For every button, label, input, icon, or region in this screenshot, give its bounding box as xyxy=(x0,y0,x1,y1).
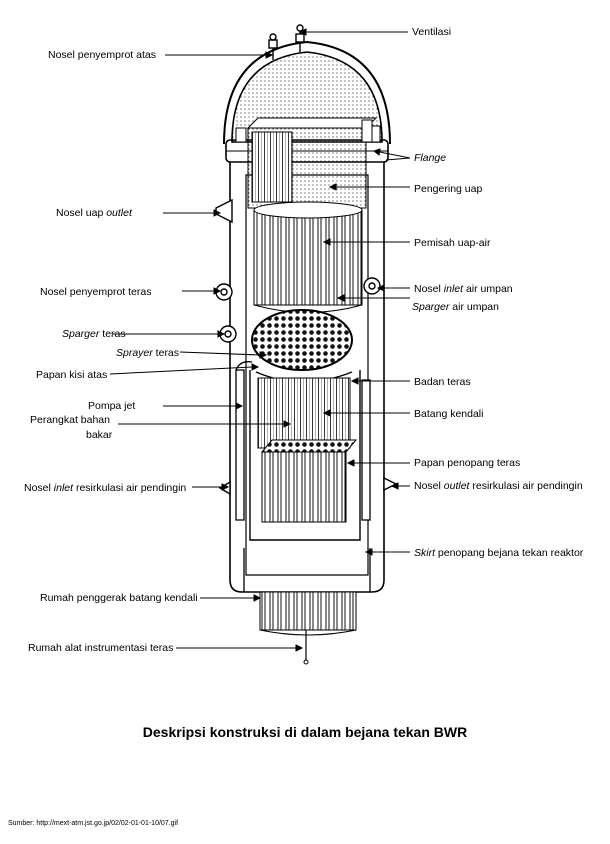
label-sprayer-teras: Sprayer teras xyxy=(116,347,180,359)
label-nosel-inlet-resirkulasi: Nosel inlet resirkulasi air pendingin xyxy=(24,482,187,494)
crd-housings xyxy=(259,591,357,665)
label-pemisah-uap-air: Pemisah uap-air xyxy=(414,237,491,249)
top-guide xyxy=(251,309,353,371)
label-batang-kendali: Batang kendali xyxy=(414,408,484,420)
label-nosel-penyemprot-atas: Nosel penyemprot atas xyxy=(48,49,156,61)
label-nosel-inlet-air-umpan: Nosel inlet air umpan xyxy=(414,283,513,295)
steam-separators xyxy=(253,201,363,313)
label-papan-kisi-atas: Papan kisi atas xyxy=(36,369,108,381)
diagram-caption: Deskripsi konstruksi di dalam bejana tek… xyxy=(142,724,468,740)
label-perangkat-bahan-bakar-1: Perangkat bahan xyxy=(30,414,110,426)
vessel-skirt xyxy=(243,548,371,592)
jet-pumps xyxy=(235,361,371,521)
label-flange: Flange xyxy=(414,152,447,164)
label-pompa-jet: Pompa jet xyxy=(88,400,136,412)
label-sparger-air-umpan: Sparger air umpan xyxy=(412,301,499,313)
fuel-assemblies xyxy=(257,377,358,523)
label-papan-penopang-teras: Papan penopang teras xyxy=(414,457,521,469)
label-nosel-penyemprot-teras: Nosel penyemprot teras xyxy=(40,286,152,298)
label-rumah-penggerak: Rumah penggerak batang kendali xyxy=(40,592,198,604)
flange-bolts xyxy=(235,119,381,143)
label-badan-teras: Badan teras xyxy=(414,376,471,388)
label-skirt: Skirt penopang bejana tekan reaktor xyxy=(414,547,584,559)
label-perangkat-bahan-bakar-2: bakar xyxy=(86,429,113,441)
label-pengering-uap: Pengering uap xyxy=(414,183,483,195)
label-nosel-outlet-resirkulasi: Nosel outlet resirkulasi air pendingin xyxy=(414,480,583,492)
leader-lines xyxy=(109,28,411,652)
side-nozzles xyxy=(215,198,398,496)
steam-dryer xyxy=(246,117,378,209)
label-sparger-teras: Sparger teras xyxy=(62,328,126,340)
top-nozzles xyxy=(268,24,305,60)
label-ventilasi: Ventilasi xyxy=(412,26,452,38)
label-nosel-uap-outlet: Nosel uap outlet xyxy=(56,207,132,219)
label-rumah-instrumentasi: Rumah alat instrumentasi teras xyxy=(28,642,174,654)
source-note: Sumber: http://mext-atm.jst.go.jp/02/02-… xyxy=(8,820,179,827)
